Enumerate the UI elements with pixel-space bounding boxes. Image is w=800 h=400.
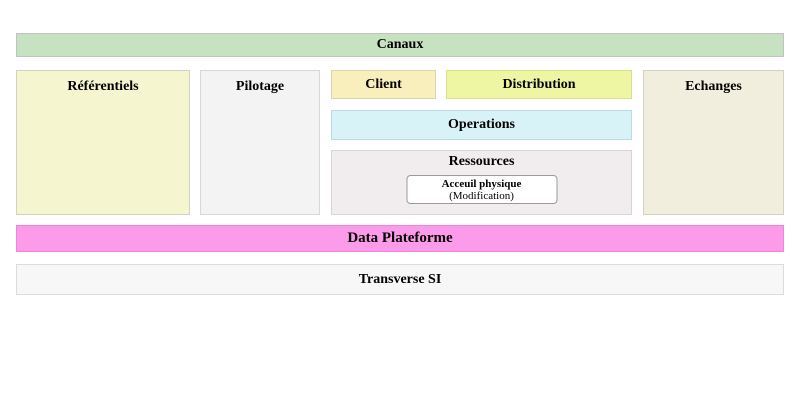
acceuil-physique-title: Acceuil physique xyxy=(441,177,522,190)
operations-label: Operations xyxy=(448,117,515,132)
pilotage-block: Pilotage xyxy=(200,70,320,215)
referentiels-block: Référentiels xyxy=(16,70,190,215)
distribution-block: Distribution xyxy=(446,70,632,99)
data-plateforme-label: Data Plateforme xyxy=(347,230,453,246)
referentiels-label: Référentiels xyxy=(67,79,139,94)
canaux-block: Canaux xyxy=(16,33,784,57)
operations-block: Operations xyxy=(331,110,632,140)
ressources-block: Ressources Acceuil physique (Modificatio… xyxy=(331,150,632,215)
transverse-si-label: Transverse SI xyxy=(358,271,442,287)
client-label: Client xyxy=(365,76,402,92)
acceuil-physique-subtitle: (Modification) xyxy=(449,189,514,202)
echanges-block: Echanges xyxy=(643,70,784,215)
data-plateforme-block: Data Plateforme xyxy=(16,225,784,252)
acceuil-physique-card: Acceuil physique (Modification) xyxy=(406,175,557,204)
echanges-label: Echanges xyxy=(685,79,742,94)
canaux-label: Canaux xyxy=(376,37,424,52)
distribution-label: Distribution xyxy=(502,76,576,92)
middle-column: Client Distribution Operations Ressource… xyxy=(331,70,632,215)
transverse-si-block: Transverse SI xyxy=(16,264,784,295)
pilotage-label: Pilotage xyxy=(235,79,285,94)
ressources-label: Ressources xyxy=(448,154,515,169)
client-block: Client xyxy=(331,70,436,99)
